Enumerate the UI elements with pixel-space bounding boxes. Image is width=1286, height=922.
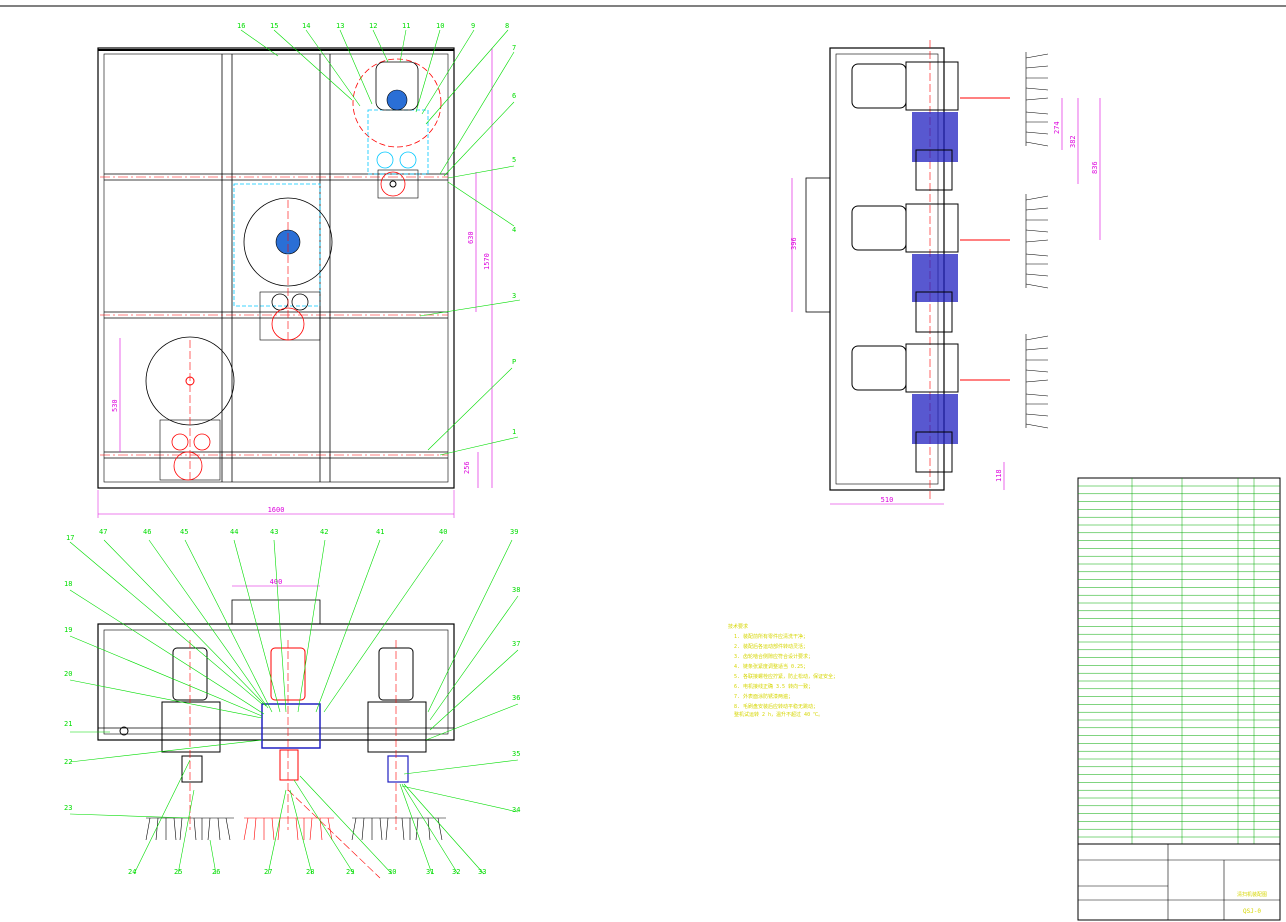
balloon: 42 xyxy=(320,528,328,536)
balloon: 46 xyxy=(143,528,151,536)
front-view: 400 xyxy=(64,528,520,879)
dim-row-pitch: 630 xyxy=(467,231,475,244)
balloon: 19 xyxy=(64,626,72,634)
balloon: 7 xyxy=(512,44,516,52)
balloon: 37 xyxy=(512,640,520,648)
side-view: 396 xyxy=(790,40,1101,505)
balloon: 4 xyxy=(512,226,516,234)
balloon: 11 xyxy=(402,22,410,30)
balloon: 36 xyxy=(512,694,520,702)
balloon: 1 xyxy=(512,428,516,436)
note-line: 4. 链条张紧度调整适当 0.25； xyxy=(734,663,808,670)
note-line: 2. 装配后各运动部件转动灵活； xyxy=(734,643,808,650)
balloon: 10 xyxy=(436,22,444,30)
balloon: 21 xyxy=(64,720,72,728)
technical-notes: 技术要求 1. 装配前所有零件应清洗干净； 2. 装配后各运动部件转动灵活； 3… xyxy=(728,623,838,718)
balloon: 6 xyxy=(512,92,516,100)
balloon: 34 xyxy=(512,806,520,814)
balloon: 41 xyxy=(376,528,384,536)
balloon: 27 xyxy=(264,868,272,876)
balloon: P xyxy=(512,358,516,366)
balloon: 29 xyxy=(346,868,354,876)
dim-side-h1: 274 xyxy=(1053,121,1061,134)
drawing-number: QSJ-0 xyxy=(1243,908,1261,915)
note-line: 8. 毛刷盘安装后应转动平稳无跳动； xyxy=(734,703,818,710)
notes-title: 技术要求 xyxy=(728,623,748,630)
balloon: 43 xyxy=(270,528,278,536)
dim-side-width: 510 xyxy=(881,496,894,504)
note-line: 3. 齿轮啮合侧隙应符合设计要求； xyxy=(734,653,813,660)
balloon: 20 xyxy=(64,670,72,678)
note-line: 5. 各联接螺栓应拧紧，防止松动，保证安全； xyxy=(734,673,838,680)
balloon: 13 xyxy=(336,22,344,30)
front-view-balloons: 17 47 46 45 44 43 42 41 40 39 18 19 20 2… xyxy=(64,528,520,876)
balloon: 12 xyxy=(369,22,377,30)
balloon: 28 xyxy=(306,868,314,876)
dim-bottom: 256 xyxy=(463,461,471,474)
balloon: 35 xyxy=(512,750,520,758)
dim-top-height: 1570 xyxy=(483,253,491,270)
top-view-frame xyxy=(97,47,455,489)
balloon: 16 xyxy=(237,22,245,30)
balloon: 25 xyxy=(174,868,182,876)
balloon: 18 xyxy=(64,580,72,588)
balloon: 14 xyxy=(302,22,310,30)
note-line: 整机试运转 2 h，温升不超过 40 ℃。 xyxy=(734,711,823,718)
balloon: 22 xyxy=(64,758,72,766)
balloon: 33 xyxy=(478,868,486,876)
balloon: 9 xyxy=(471,22,475,30)
dim-top-width: 1600 xyxy=(268,506,285,514)
front-view-frame xyxy=(97,623,455,741)
balloon: 3 xyxy=(512,292,516,300)
balloon: 31 xyxy=(426,868,434,876)
balloon: 32 xyxy=(452,868,460,876)
balloon: 44 xyxy=(230,528,238,536)
balloon: 39 xyxy=(510,528,518,536)
balloon: 40 xyxy=(439,528,447,536)
dim-side-h4: 396 xyxy=(790,237,798,250)
balloon: 38 xyxy=(512,586,520,594)
balloon: 30 xyxy=(388,868,396,876)
dim-front-width: 400 xyxy=(270,578,283,586)
balloon: 45 xyxy=(180,528,188,536)
dim-side-h5: 118 xyxy=(995,469,1003,482)
balloon: 47 xyxy=(99,528,107,536)
balloon: 8 xyxy=(505,22,509,30)
dim-lower: 530 xyxy=(111,399,119,412)
balloon: 15 xyxy=(270,22,278,30)
title-block: 清扫机装配图 QSJ-0 xyxy=(1077,843,1281,921)
note-line: 7. 外表面涂防锈漆两遍； xyxy=(734,693,793,700)
dim-side-h2: 382 xyxy=(1069,135,1077,148)
balloon: 24 xyxy=(128,868,136,876)
balloon: 23 xyxy=(64,804,72,812)
top-view-balloons: 16 15 14 13 12 11 10 9 8 7 6 5 4 3 P 1 xyxy=(237,22,516,436)
parts-list xyxy=(1077,477,1281,845)
note-line: 6. 电机接线正确 3.5 转向一致； xyxy=(734,683,813,690)
balloon: 26 xyxy=(212,868,220,876)
note-line: 1. 装配前所有零件应清洗干净； xyxy=(734,633,808,640)
balloon: 5 xyxy=(512,156,516,164)
balloon: 17 xyxy=(66,534,74,542)
drawing-name: 清扫机装配图 xyxy=(1237,891,1267,898)
dim-side-h3: 836 xyxy=(1091,161,1099,174)
top-view: 1600 1570 630 530 256 16 xyxy=(97,22,521,518)
